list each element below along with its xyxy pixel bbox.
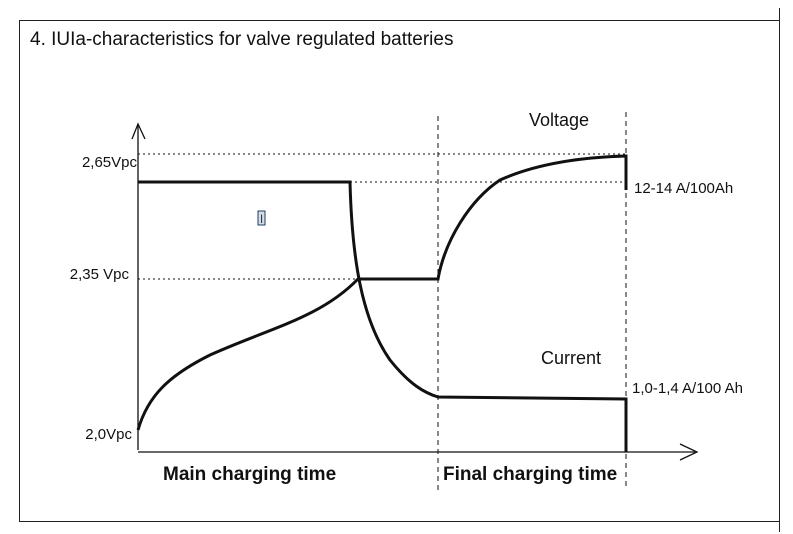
- frame-corner-mark: [779, 8, 780, 20]
- y-label-20: 2,0Vpc: [85, 426, 132, 443]
- final-charging-label: Final charging time: [443, 464, 617, 485]
- current-label: Current: [541, 348, 601, 368]
- current-curve: [138, 180, 628, 452]
- x-axis-arrow: [679, 443, 699, 461]
- frame-corner-mark-bottom: [779, 520, 780, 532]
- diagram-frame: [19, 20, 780, 522]
- y-label-235: 2,35 Vpc: [70, 266, 130, 283]
- current-marker-box: [257, 210, 266, 226]
- main-charging-label: Main charging time: [163, 464, 336, 485]
- y-label-265: 2,65Vpc: [82, 154, 138, 171]
- diagram-title: 4. IUIa-characteristics for valve regula…: [30, 29, 454, 50]
- voltage-curve: [136, 154, 628, 431]
- y-axis-arrow: [131, 122, 146, 140]
- current-marker-label: I: [260, 212, 263, 226]
- voltage-label: Voltage: [529, 110, 589, 130]
- high-current-label: 12-14 A/100Ah: [634, 180, 733, 197]
- low-current-label: 1,0-1,4 A/100 Ah: [632, 380, 743, 397]
